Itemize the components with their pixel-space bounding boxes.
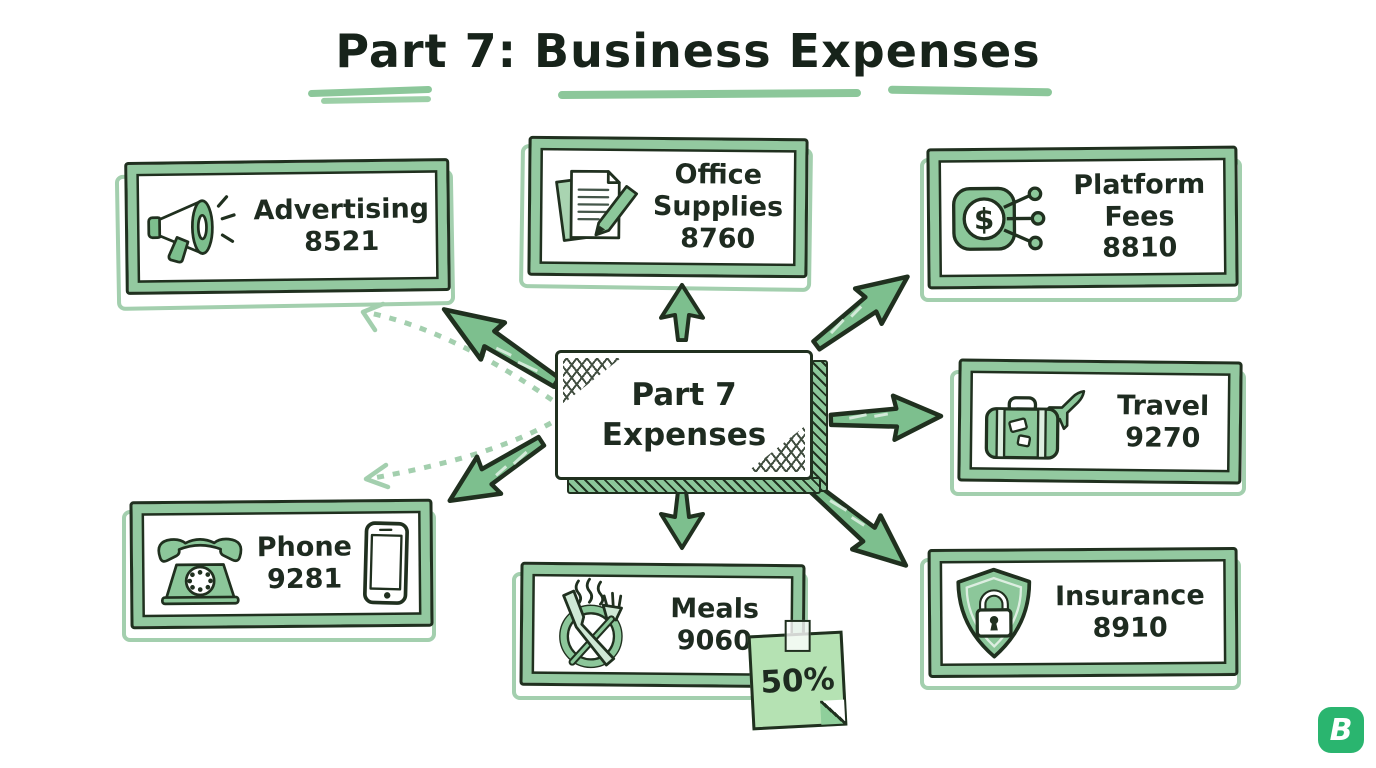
center-node-line2: Expenses	[601, 417, 767, 453]
svg-text:$: $	[974, 202, 995, 236]
node-label: Insurance	[1054, 579, 1205, 612]
dashed-arrow-lower-left-icon	[350, 415, 556, 493]
node-advertising: Advertising 8521	[124, 158, 451, 295]
arrow-center-to-travel-icon	[827, 391, 945, 445]
node-meals: Meals 9060	[519, 561, 806, 689]
node-code: 9281	[266, 563, 343, 596]
node-travel: Travel 9270	[957, 358, 1243, 485]
node-code: 8521	[303, 225, 380, 258]
node-label: Advertising	[253, 192, 430, 227]
node-text: Travel 9270	[1107, 390, 1220, 455]
arrow-center-to-insurance-icon	[796, 467, 925, 586]
node-code: 8760	[680, 223, 756, 255]
title-underline	[320, 96, 432, 104]
sticky-note-text: 50%	[759, 660, 836, 701]
sticky-note-50-percent: 50%	[747, 619, 848, 731]
center-node-shadow-edge	[811, 360, 828, 492]
node-label: Travel	[1116, 389, 1210, 422]
brand-logo: B	[1318, 707, 1364, 753]
title-underline	[887, 85, 1053, 97]
node-label: Office Supplies	[652, 159, 784, 224]
node-text: Office Supplies 8760	[651, 159, 786, 256]
node-text: Phone 9281	[255, 532, 355, 597]
center-node: Part 7 Expenses	[555, 350, 813, 480]
plate-cutlery-icon	[543, 577, 640, 672]
tape-icon	[784, 619, 811, 652]
node-insurance: Insurance 8910	[927, 546, 1239, 679]
smartphone-icon	[362, 520, 411, 606]
brand-logo-letter: B	[1329, 712, 1353, 748]
arrow-center-to-phone-icon	[434, 419, 558, 524]
center-node-line1: Part 7	[631, 376, 737, 413]
node-text: Advertising 8521	[253, 193, 429, 259]
dashed-arrow-upper-left-icon	[345, 300, 557, 406]
shield-lock-icon	[951, 565, 1038, 662]
arrow-center-to-office-supplies-icon	[657, 281, 707, 343]
suitcase-plane-icon	[981, 376, 1100, 465]
node-platform-fees: $ Platform Fees 8810	[926, 145, 1239, 290]
paper-pen-icon	[551, 163, 644, 250]
megaphone-icon	[145, 187, 246, 268]
node-phone: Phone 9281	[129, 498, 434, 630]
arrow-center-to-advertising-icon	[428, 287, 573, 406]
node-label: Phone	[256, 531, 353, 564]
node-label: Meals	[670, 593, 760, 625]
node-text: Insurance 8910	[1045, 580, 1215, 645]
title-underline	[557, 88, 862, 100]
node-code: 8910	[1092, 611, 1168, 644]
folded-corner-icon	[820, 699, 846, 725]
arrow-center-to-platform-fees-icon	[799, 255, 925, 367]
node-text: Platform Fees 8810	[1064, 169, 1216, 266]
node-office-supplies: Office Supplies 8760	[527, 135, 809, 279]
dollar-network-icon: $	[950, 179, 1057, 258]
node-label: Platform Fees	[1073, 168, 1206, 233]
arrow-center-to-meals-icon	[657, 488, 707, 552]
page-title: Part 7: Business Expenses	[335, 24, 1041, 78]
node-code: 8810	[1102, 232, 1178, 265]
telephone-icon	[153, 522, 248, 607]
crosshatch-decoration	[563, 358, 621, 404]
node-code: 9270	[1125, 421, 1201, 454]
